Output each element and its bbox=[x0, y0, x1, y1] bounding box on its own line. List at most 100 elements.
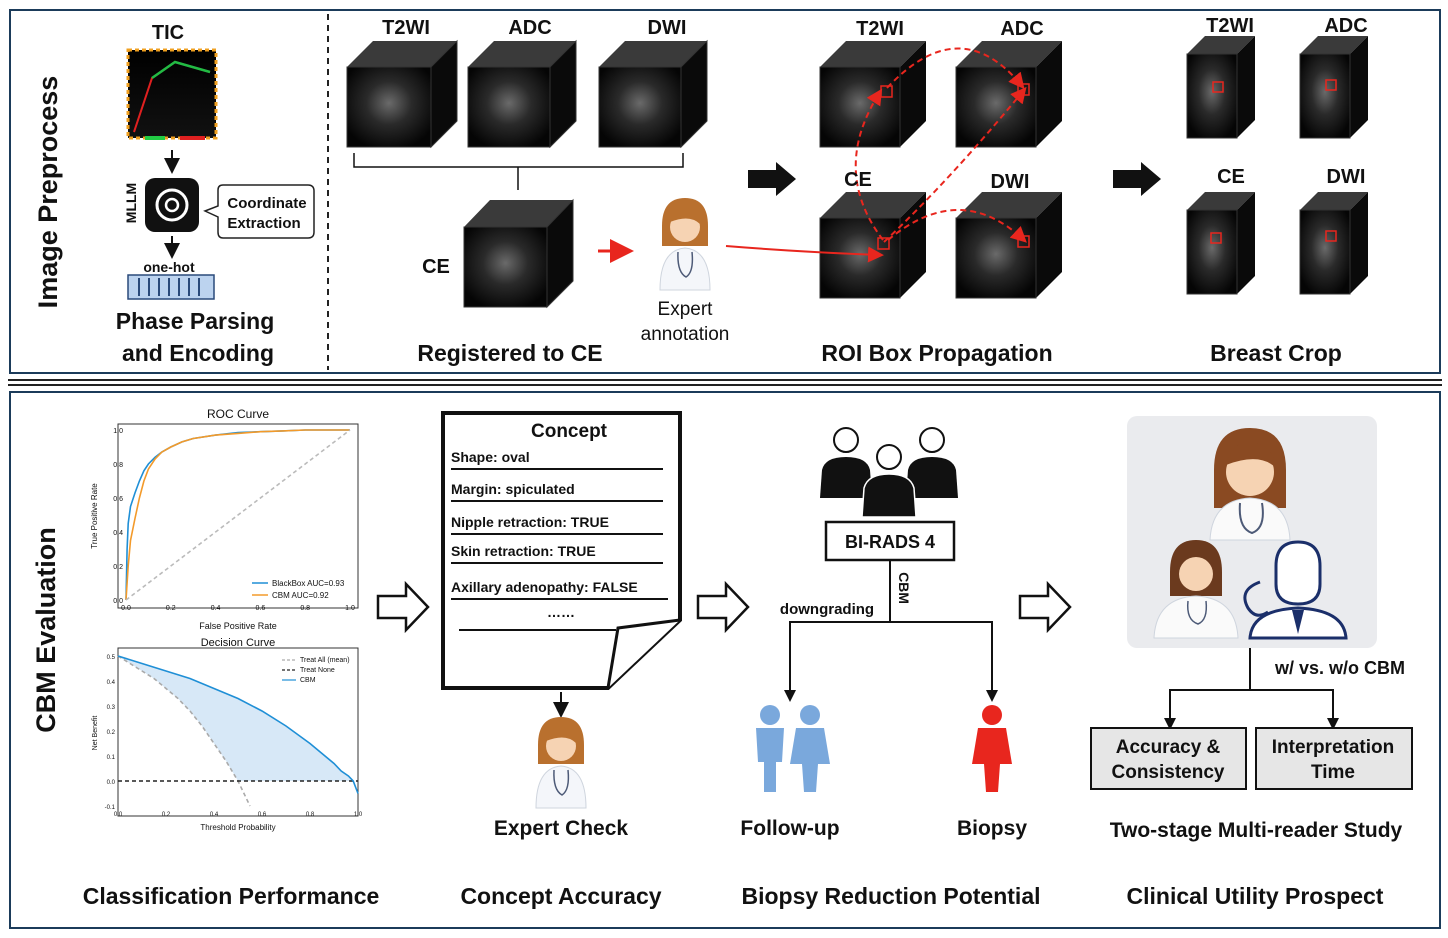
concept-item-nipple: Nipple retraction: TRUE bbox=[451, 514, 609, 530]
male-doctor-icon bbox=[1243, 540, 1348, 640]
roc-ylabel: True Positive Rate bbox=[90, 483, 99, 549]
doctor-small-icon bbox=[1153, 540, 1239, 639]
roi-propagation-arrows bbox=[725, 47, 1027, 263]
followup-people-icon bbox=[756, 705, 830, 792]
dca-xtick: 0.0 bbox=[114, 812, 123, 818]
roc-xtick: 0.0 bbox=[121, 605, 131, 612]
time-line-2: Time bbox=[1311, 762, 1355, 783]
roc-title: ROC Curve bbox=[207, 407, 269, 421]
adc-cube bbox=[467, 39, 577, 149]
dca-legend-treat-all: Treat All (mean) bbox=[300, 657, 350, 664]
roi-caption: ROI Box Propagation bbox=[821, 340, 1052, 366]
decision-curve-chart: Decision Curve Threshold Probability Net… bbox=[92, 637, 363, 832]
reg-ce-label: CE bbox=[422, 256, 450, 278]
ce-cube bbox=[463, 198, 574, 309]
coordinate-extraction-callout: Coordinate Extraction bbox=[203, 184, 315, 239]
dca-xtick: 1.0 bbox=[354, 812, 363, 818]
phase-caption-2: and Encoding bbox=[122, 340, 274, 366]
arrow-time bbox=[1327, 718, 1339, 730]
dca-ytick: 0.2 bbox=[107, 730, 116, 736]
callout-line-2: Extraction bbox=[227, 215, 300, 232]
dca-xtick: 0.2 bbox=[162, 812, 171, 818]
biopsy-person-icon bbox=[972, 705, 1012, 792]
roi-ce-label: CE bbox=[844, 169, 872, 191]
dca-xlabel: Threshold Probability bbox=[200, 823, 275, 832]
roc-legend-blackbox: BlackBox AUC=0.93 bbox=[272, 579, 345, 588]
roi-dwi-label: DWI bbox=[991, 171, 1030, 193]
dca-legend: Treat All (mean) Treat None CBM bbox=[282, 657, 350, 684]
biopsy-tree bbox=[789, 560, 993, 698]
roi-adc-label: ADC bbox=[1000, 18, 1043, 40]
roc-chart: ROC Curve False Positive Rate True Posit… bbox=[90, 407, 359, 631]
registration-bracket bbox=[353, 153, 684, 190]
roc-xtick: 0.6 bbox=[256, 605, 266, 612]
crop-adc-label: ADC bbox=[1324, 15, 1367, 37]
reader-group-icon bbox=[820, 427, 958, 518]
dwi-cube bbox=[598, 39, 708, 149]
onehot-bar bbox=[127, 274, 215, 300]
caption-classification: Classification Performance bbox=[83, 883, 380, 909]
t2wi-cube bbox=[346, 39, 458, 149]
crop-ce-label: CE bbox=[1217, 166, 1245, 188]
dca-series-2 bbox=[117, 655, 359, 794]
roc-series-1 bbox=[125, 429, 350, 601]
mri-volumes-cropped bbox=[1186, 36, 1368, 295]
caption-clinical: Clinical Utility Prospect bbox=[1127, 883, 1384, 909]
mri-volumes-registered bbox=[346, 39, 708, 309]
arrow-biopsy bbox=[986, 690, 998, 702]
phase-caption-1: Phase Parsing bbox=[116, 308, 275, 334]
roc-legend-cbm: CBM AUC=0.92 bbox=[272, 591, 329, 600]
concept-item-skin: Skin retraction: TRUE bbox=[451, 543, 596, 559]
roi-t2wi-label: T2WI bbox=[856, 18, 904, 40]
roc-ytick: 0.0 bbox=[113, 598, 123, 605]
birads-box bbox=[824, 520, 956, 562]
concept-item-axillary: Axillary adenopathy: FALSE bbox=[451, 579, 638, 595]
dca-ylabel: Net Benefit bbox=[92, 716, 99, 751]
dca-legend-treat-none: Treat None bbox=[300, 667, 335, 674]
dca-xtick: 0.8 bbox=[306, 812, 315, 818]
roc-xtick: 0.2 bbox=[166, 605, 176, 612]
cbm-vertical-label: CBM bbox=[896, 572, 912, 604]
tic-plot bbox=[126, 48, 218, 140]
openai-logo-icon bbox=[145, 178, 199, 232]
dca-ytick: 0.0 bbox=[107, 780, 116, 786]
arrow-step-2 bbox=[1113, 162, 1161, 196]
expert-checker-icon bbox=[535, 717, 587, 809]
roc-series-2 bbox=[125, 429, 351, 601]
hollow-arrow-1 bbox=[376, 580, 430, 634]
time-box bbox=[1255, 727, 1413, 790]
expert-check-label: Expert Check bbox=[494, 817, 629, 840]
caption-biopsy: Biopsy Reduction Potential bbox=[741, 883, 1040, 909]
expert-annotation-line-2: annotation bbox=[641, 324, 730, 345]
arrow-accuracy bbox=[1164, 718, 1176, 730]
dca-series-0 bbox=[117, 655, 251, 807]
roc-xtick: 1.0 bbox=[345, 605, 355, 612]
roc-legend: BlackBox AUC=0.93 CBM AUC=0.92 bbox=[252, 579, 345, 600]
arrow-step-1 bbox=[748, 162, 796, 196]
reg-adc-label: ADC bbox=[508, 17, 551, 39]
compare-label: w/ vs. w/o CBM bbox=[1274, 658, 1405, 678]
roc-ytick: 0.8 bbox=[113, 462, 123, 469]
followup-label: Follow-up bbox=[740, 817, 839, 840]
bottom-section-label: CBM Evaluation bbox=[31, 527, 61, 733]
dca-xtick: 0.4 bbox=[210, 812, 219, 818]
dca-ytick: 0.3 bbox=[107, 705, 116, 711]
dca-legend-cbm: CBM bbox=[300, 677, 316, 684]
concept-item-margin: Margin: spiculated bbox=[451, 481, 575, 497]
hollow-arrow-2 bbox=[696, 580, 750, 634]
concept-item-shape: Shape: oval bbox=[451, 449, 530, 465]
dca-ytick: 0.4 bbox=[107, 680, 116, 686]
clinical-tree bbox=[1169, 648, 1334, 726]
doctor-large-icon bbox=[1209, 428, 1291, 541]
arrow-followup bbox=[784, 690, 796, 702]
top-panel-border bbox=[9, 9, 1441, 374]
reg-dwi-label: DWI bbox=[648, 17, 687, 39]
net-benefit-area bbox=[118, 656, 358, 781]
roc-ytick: 1.0 bbox=[113, 428, 123, 435]
registered-caption: Registered to CE bbox=[417, 340, 602, 366]
bottom-panel-border bbox=[9, 391, 1441, 929]
onehot-label: one-hot bbox=[143, 259, 195, 275]
tic-label: TIC bbox=[152, 22, 184, 44]
reg-t2wi-label: T2WI bbox=[382, 17, 430, 39]
